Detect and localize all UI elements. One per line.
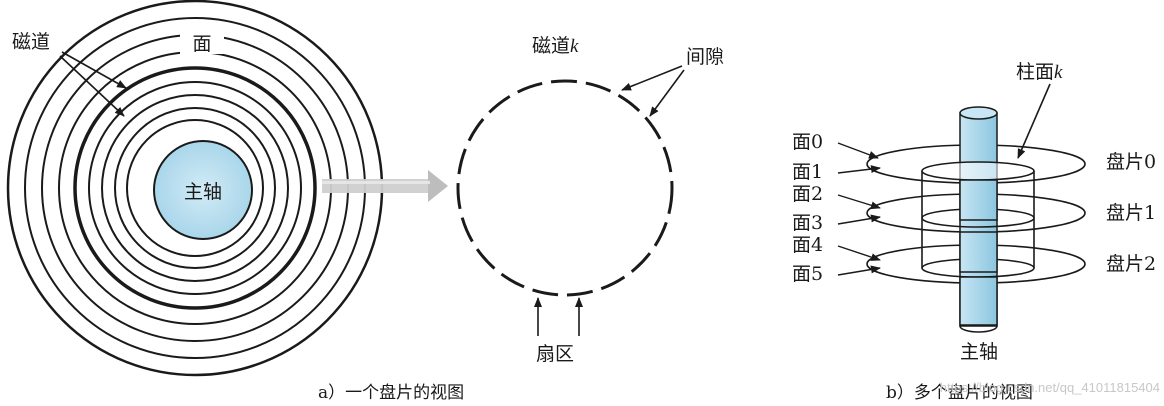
surface-2-label: 面2	[792, 183, 823, 205]
cylinder-k	[921, 161, 1035, 278]
gap-arrow-1	[621, 65, 683, 91]
surface-0-label: 面0	[792, 131, 823, 153]
gap-arrow-2	[649, 69, 685, 117]
platter-1-label: 盘片1	[1106, 202, 1156, 224]
panel-b: 柱面k 面0 面1 面2 面3 面4 面5 盘片0 盘片1 盘片2 主轴 b）多…	[792, 61, 1156, 403]
spindle-shaft-front-3	[959, 276, 998, 326]
surface-label: 面	[192, 33, 211, 55]
track-k-label: 磁道k	[532, 35, 579, 57]
surface-5-label: 面5	[792, 263, 823, 285]
track-arrow-1	[61, 51, 127, 89]
platter-0-label: 盘片0	[1106, 151, 1156, 173]
surface-5-arrow	[837, 265, 881, 276]
surface-1-label: 面1	[792, 161, 823, 183]
track-ring-9	[126, 119, 264, 257]
surface-label-gap	[180, 30, 224, 54]
track-ring-5	[73, 66, 317, 310]
surface-2-arrow	[837, 194, 881, 210]
track-label: 磁道	[12, 31, 50, 53]
spindle-b-label: 主轴	[960, 341, 998, 363]
track-arrow-2	[59, 55, 125, 117]
platter-2-label: 盘片2	[1106, 253, 1156, 275]
cylinder-arrow	[1017, 83, 1051, 159]
surface-0-arrow	[837, 142, 879, 159]
spindle-hub	[153, 140, 253, 240]
spindle-top	[959, 106, 998, 120]
surface-1-arrow	[837, 165, 881, 174]
gap-label: 间隙	[686, 46, 724, 68]
cylinder-label: 柱面k	[1016, 61, 1063, 83]
sector-label: 扇区	[536, 343, 574, 365]
surface-3-label: 面3	[792, 212, 823, 234]
panel-a: 主轴 面 磁道 磁道k 间隙 扇区 a）一个盘片的视图	[6, 0, 724, 403]
track-ring-6	[88, 81, 302, 295]
spindle-bottom	[959, 325, 998, 333]
track-ring-7	[101, 94, 289, 282]
caption-b: b）多个盘片的视图	[886, 383, 1033, 403]
track-ring-8	[114, 107, 276, 269]
surface-4-label: 面4	[792, 234, 823, 256]
surface-4-arrow	[837, 245, 881, 261]
surface-3-arrow	[837, 214, 881, 225]
spindle-shaft-front	[959, 179, 998, 221]
track-k-circle	[456, 79, 674, 297]
spindle-shaft-front-2	[959, 231, 998, 273]
spindle-label: 主轴	[184, 181, 222, 203]
watermark: https://blog.csdn.net/qq_41011815404	[940, 380, 1160, 395]
zoom-arrow	[322, 170, 448, 202]
caption-a: a）一个盘片的视图	[318, 383, 464, 403]
surface-arrows	[837, 142, 881, 276]
